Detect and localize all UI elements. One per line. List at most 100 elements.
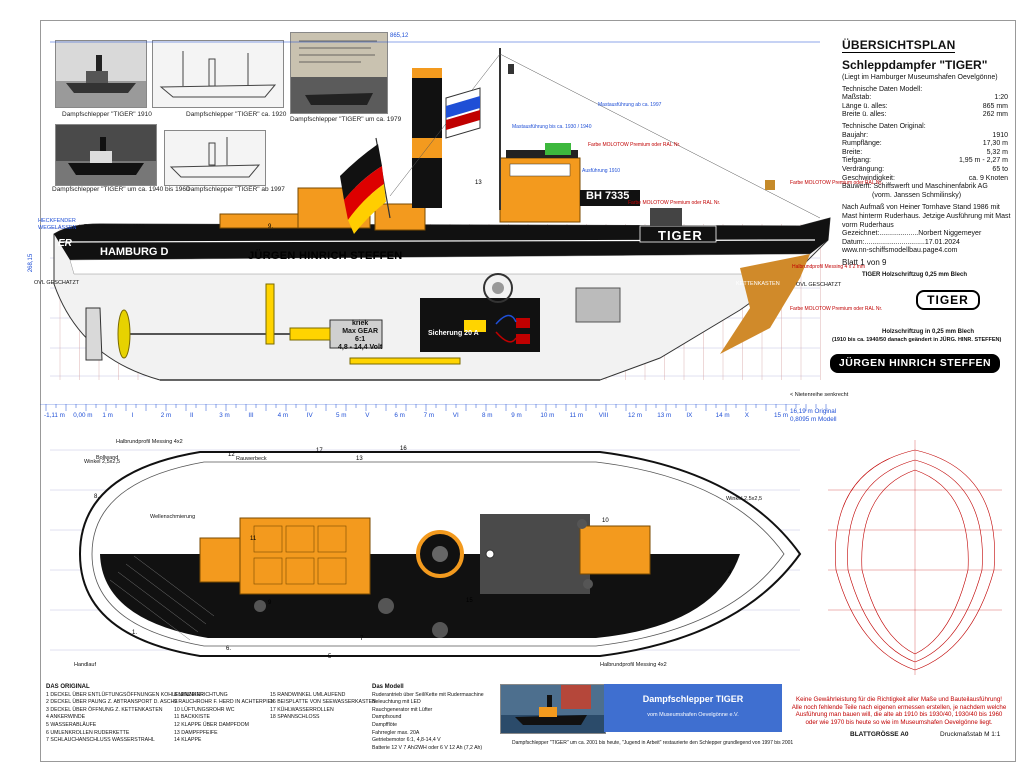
- wheelhouse-roof: [506, 150, 578, 158]
- legend-model-item: Batterie 12 V 7 Ah/2WH oder 6 V 12 Ah (7…: [372, 744, 483, 751]
- plan-bollwand: Bollwand: [96, 455, 119, 461]
- location-note: (Liegt im Hamburger Museumshafen Oevelgö…: [842, 74, 998, 81]
- mast-partner-icon: [485, 549, 495, 559]
- note-mast-1997: Mastausführung ab ca. 1997: [598, 102, 662, 108]
- anchor-winch-icon: [650, 208, 682, 226]
- note-color-1: Farbe MOLOTOW Premium oder RAL Nr.: [588, 142, 681, 148]
- ruler-label: X: [744, 412, 749, 419]
- sound-speaker-icon: [483, 273, 513, 303]
- note-line: Nach Aufmaß von Heiner Tornhave Stand 19…: [842, 204, 1000, 212]
- engine-casing-plan: [239, 517, 371, 595]
- legend-model-item: Getriebemotor 6:1, 4,8-14,4 V: [372, 737, 441, 744]
- wheelhouse-roof-plan: [480, 514, 590, 594]
- sheet-number: Blatt 1 von 9: [842, 257, 887, 267]
- banner-photo[interactable]: [500, 684, 606, 734]
- aft-skylight-plan: [199, 537, 241, 583]
- photo-1997-caption: Dampfschlepper "TIGER" ab 1997: [186, 186, 285, 193]
- ruler-label: 15 m: [774, 412, 788, 419]
- legend-item: 15 RANDWINKEL UMLAUFEND: [270, 691, 346, 698]
- lifebox-green: [545, 143, 571, 155]
- propeller-icon: [117, 309, 131, 359]
- house-flag-stripe: [446, 96, 480, 118]
- motor-voltage: 4,8 - 14,4 Volt: [338, 344, 383, 351]
- plan-n17: 17: [316, 448, 323, 454]
- ruler-label: 11 m: [569, 412, 584, 419]
- legend-col-2: 8 LENZEINRICHTUNG 9 RAUCHROHR F. HERD IN…: [174, 692, 275, 745]
- shaft-coupling: [289, 327, 331, 341]
- photo-1910[interactable]: [55, 40, 147, 108]
- tiger-plate: TIGER: [916, 290, 980, 310]
- ruler-label: -1,11 m: [44, 412, 65, 419]
- plan-winkel-b: Winkel 2,5x2,5: [726, 496, 763, 502]
- warning-line: oder wie 1970 bis heute so wie im Museum…: [805, 718, 993, 726]
- bow-lantern-icon: [765, 180, 775, 190]
- website-link[interactable]: www.nn-schiffsmodellbau.page4.com: [842, 247, 958, 255]
- ruler-original: 16,19 m Original: [790, 408, 837, 415]
- legend-item: 18 SPANNSCHLOSS: [270, 714, 320, 721]
- ruler-ticks: [40, 404, 827, 411]
- photo-1920-caption: Dampfschlepper "TIGER" ca. 1920: [186, 111, 287, 118]
- mast-lantern-icon: [508, 64, 514, 74]
- plan-n4: 4: [728, 570, 732, 576]
- name-plate: JÜRGEN HINRICH STEFFEN: [830, 354, 1000, 373]
- history-notes: Nach Aufmaß von Heiner Tornhave Stand 19…: [842, 204, 1012, 256]
- heckfender-label: HECKFENDER: [38, 218, 76, 224]
- ruler-label: IX: [686, 412, 693, 419]
- ruler-label: 4 m: [277, 412, 289, 419]
- fore-house-plan: [579, 525, 651, 575]
- photo-1997[interactable]: [164, 130, 266, 186]
- beschriftung-label: Beschriftung ab ca. 1989: [84, 224, 145, 230]
- legend-model-item: Beleuchtung mit LED: [372, 699, 421, 706]
- plan-n5: 5: [328, 654, 332, 660]
- legend-item: 13 DAMPFPFEIFE: [174, 729, 218, 736]
- photo-1979[interactable]: [290, 32, 388, 114]
- legend-header: DAS ORIGINAL: [46, 684, 90, 690]
- plan-halbrund-bottom: Halbrundprofil Messing 4x2: [600, 662, 667, 668]
- skylight-panes: [253, 525, 347, 585]
- orig-specs: Baujahr:1910 Rumpflänge:17,30 m Breite:5…: [842, 132, 1012, 201]
- banner: Dampfschlepper TIGER vom Museumshafen Oe…: [500, 684, 782, 734]
- plan-n7: 7: [360, 636, 364, 642]
- legend-item: 1 DECKEL ÜBER ENTLÜFTUNGSÖFFNUNGEN KOHLE…: [46, 691, 204, 698]
- legend-item: 2 DECKEL ÜBER PAUNG Z. ABTRANSPORT D. AS…: [46, 699, 178, 706]
- legend-item: 5 WASSERABLÄUFE: [46, 721, 97, 728]
- deck-plan-drawing: [50, 449, 802, 657]
- note-color-2: Farbe MOLOTOW Premium oder RAL Nr.: [628, 200, 721, 206]
- connector-red-2-icon: [516, 334, 530, 344]
- legend-col-3: 15 RANDWINKEL UMLAUFEND 16 BEISPLATTE VO…: [270, 691, 376, 722]
- photo-1920[interactable]: [152, 40, 284, 108]
- note-1910: Ausführung 1910: [582, 168, 621, 174]
- ballast-bar: [349, 357, 461, 365]
- height-dimension-label: 268,15: [28, 253, 35, 273]
- plan-halbrund-top: Halbrundprofil Messing 4x2: [116, 439, 183, 445]
- speaker-cone: [492, 282, 504, 294]
- banner-title: Dampfschlepper TIGER: [642, 694, 744, 704]
- legend-item: 11 BACKKISTE: [174, 714, 210, 721]
- photo-1940-1960[interactable]: [55, 124, 157, 186]
- footer-sheet-size: BLATTGRÖSSE A0: [850, 731, 909, 738]
- spec-row: Breite ü. alles:262 mm: [842, 111, 1008, 119]
- spec-row: Baujahr:1910: [842, 131, 1008, 139]
- fuse-label: Sicherung 20 A: [428, 330, 479, 337]
- ruler-label: IV: [306, 412, 313, 419]
- spec-row: Bauwerft: Schiffswerft und Maschinenfabr…: [842, 183, 988, 191]
- tug-harbor-photo-icon: [501, 685, 605, 733]
- drive-motor: [329, 319, 383, 349]
- legend-item: 3 DECKEL ÜBER ÖFFNUNG Z. KETTENKASTEN: [46, 706, 163, 713]
- wheelhouse-windows: [509, 163, 571, 177]
- bow-orange: [720, 254, 810, 354]
- legend-item: 12 KLAPPE ÜBER DAMPFDOM: [174, 721, 249, 728]
- plan-n13: 13: [356, 456, 363, 462]
- side-view-drawing: [50, 41, 831, 381]
- motor-model: Max GEAR: [342, 328, 379, 335]
- ruler-label: 13 m: [657, 412, 672, 419]
- tiger-plate-heading: TIGER Holzschriftzug 0,25 mm Blech: [862, 272, 968, 278]
- ruler-label: VIII: [598, 412, 609, 419]
- ruler-label: 2 m: [160, 412, 172, 419]
- bollard-3-icon: [583, 579, 593, 589]
- bollard-2-icon: [577, 519, 587, 529]
- plan-n15: 15: [466, 598, 473, 604]
- ruler-label: 1 m: [102, 412, 113, 419]
- spec-row: (vorm. Janssen Schmilinsky): [872, 191, 962, 199]
